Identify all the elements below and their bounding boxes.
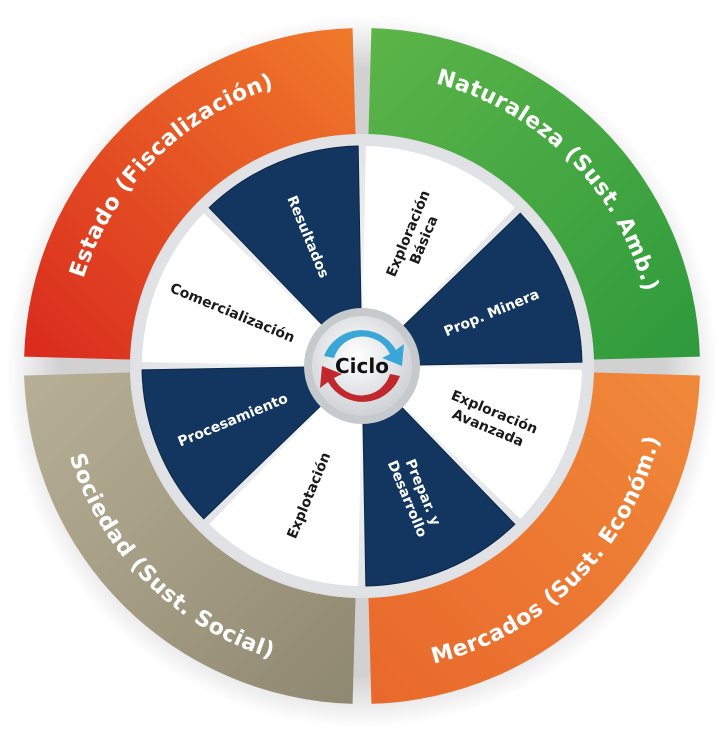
outer-quadrant-sociedad xyxy=(24,372,356,704)
center-hub: Ciclo xyxy=(304,308,420,424)
wedge-explotacion xyxy=(209,406,362,586)
cycle-wedges xyxy=(141,145,583,587)
cycle-arrow-blue-icon xyxy=(324,330,404,366)
outer-ring xyxy=(24,28,700,704)
wedge-comercializacion xyxy=(142,213,322,366)
wedge-exploracion-avanzada xyxy=(402,366,582,519)
center-label: Ciclo xyxy=(335,354,389,378)
wedge-exploracion-basica xyxy=(362,146,515,326)
cycle-arrow-red-icon xyxy=(320,366,400,402)
outer-quadrant-naturaleza xyxy=(368,28,700,360)
outer-quadrant-estado xyxy=(24,28,356,360)
outer-quadrant-mercados xyxy=(368,372,700,704)
